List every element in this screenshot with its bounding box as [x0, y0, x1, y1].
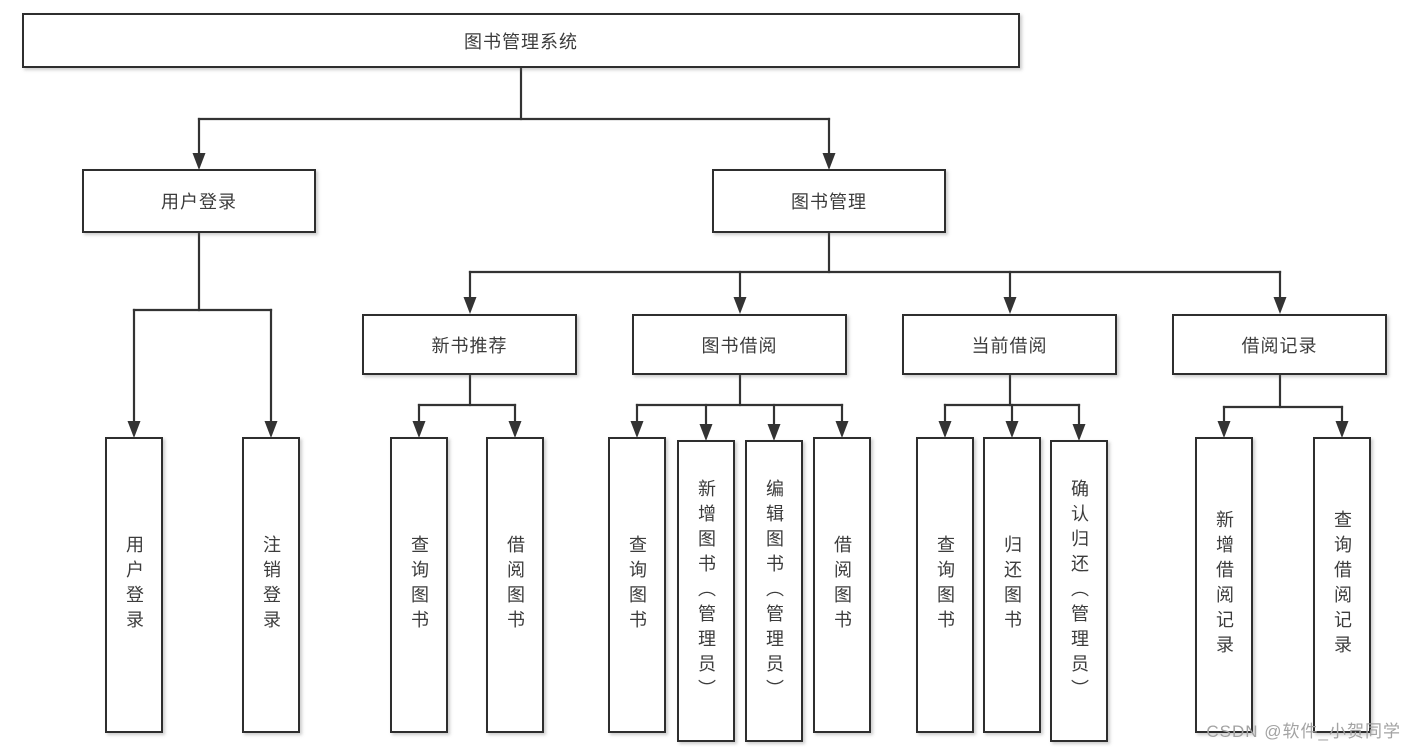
node-label: 查询图书 — [627, 535, 647, 635]
node-label: 图书借阅 — [701, 335, 778, 356]
node-leaf-edit-book-admin: 编辑图书（管理员） — [745, 440, 803, 742]
node-leaf-borrow-books: 借阅图书 — [813, 437, 871, 733]
csdn-watermark: CSDN @软件_小贺同学 — [1206, 722, 1401, 741]
node-label: 查询图书 — [409, 535, 429, 635]
node-label: 用户登录 — [124, 535, 144, 635]
node-book-borrowing: 图书借阅 — [632, 314, 847, 375]
node-current-borrowing: 当前借阅 — [902, 314, 1117, 375]
node-root-system: 图书管理系统 — [22, 13, 1020, 68]
node-label: 新书推荐 — [431, 335, 508, 356]
node-label: 编辑图书（管理员） — [764, 478, 784, 704]
node-label: 用户登录 — [161, 192, 237, 212]
node-label: 查询图书 — [935, 535, 955, 635]
node-new-book-recommendation: 新书推荐 — [362, 314, 577, 375]
node-label: 新增图书（管理员） — [696, 478, 716, 704]
node-leaf-confirm-return-admin: 确认归还（管理员） — [1050, 440, 1108, 742]
node-leaf-query-borrow-record: 查询借阅记录 — [1313, 437, 1371, 733]
node-leaf-add-book-admin: 新增图书（管理员） — [677, 440, 735, 742]
node-label: 借阅记录 — [1241, 335, 1318, 356]
node-leaf-logout: 注销登录 — [242, 437, 300, 733]
node-label: 借阅图书 — [505, 535, 525, 635]
arrowheads — [127, 153, 1349, 441]
node-label: 确认归还（管理员） — [1069, 478, 1089, 704]
node-leaf-query-books-borrowing: 查询图书 — [608, 437, 666, 733]
node-leaf-add-borrow-record: 新增借阅记录 — [1195, 437, 1253, 733]
node-borrowing-records: 借阅记录 — [1172, 314, 1387, 375]
node-label: 当前借阅 — [971, 335, 1048, 356]
node-leaf-query-books-current: 查询图书 — [916, 437, 974, 733]
node-label: 注销登录 — [261, 535, 281, 635]
node-label: 图书管理系统 — [464, 31, 578, 52]
node-label: 借阅图书 — [832, 535, 852, 635]
node-label: 图书管理 — [791, 192, 867, 212]
node-label: 新增借阅记录 — [1214, 510, 1234, 660]
node-user-login: 用户登录 — [82, 169, 316, 233]
node-leaf-return-books: 归还图书 — [983, 437, 1041, 733]
node-label: 归还图书 — [1002, 535, 1022, 635]
node-leaf-borrow-books-recommend: 借阅图书 — [486, 437, 544, 733]
node-leaf-user-login: 用户登录 — [105, 437, 163, 733]
node-leaf-query-books-recommend: 查询图书 — [390, 437, 448, 733]
node-book-management: 图书管理 — [712, 169, 946, 233]
node-label: 查询借阅记录 — [1332, 510, 1352, 660]
